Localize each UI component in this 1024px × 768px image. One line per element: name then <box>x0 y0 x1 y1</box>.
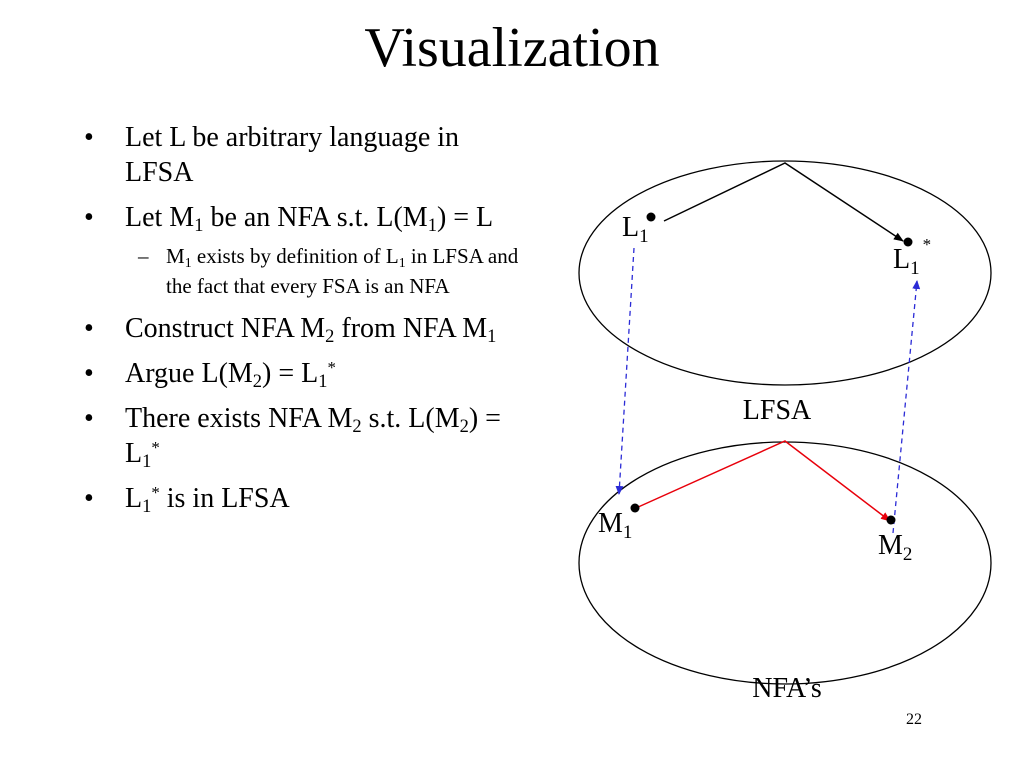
bullet-text: is in LFSA <box>159 483 290 514</box>
bullet-text: Let L be arbitrary language in LFSA <box>125 122 460 188</box>
node-label-l1star: L1* <box>893 235 931 279</box>
nfa-set-ellipse <box>578 441 992 685</box>
superscript: * <box>151 437 160 457</box>
mapping-arrow-m2-to-l1star <box>892 280 921 534</box>
bullet-text: from NFA M <box>334 313 488 344</box>
node-label-l1: L1 <box>622 212 649 247</box>
mapping-arrow-l1-to-m1 <box>615 247 635 495</box>
bullet-nfa-m1: • Let M1 be an NFA s.t. L(M1) = L <box>84 200 534 235</box>
page-number: 22 <box>906 711 922 728</box>
set-label-nfas: NFA’s <box>752 673 822 704</box>
bullet-text: s.t. L(M <box>361 403 460 434</box>
subscript: 2 <box>352 416 362 437</box>
bullet-arbitrary-language: • Let L be arbitrary language in LFSA <box>84 120 534 190</box>
subscript: 1 <box>318 371 328 392</box>
bullet-text: ) = L <box>436 202 494 233</box>
subscript: 1 <box>142 451 152 472</box>
superscript: * <box>151 482 160 502</box>
bullet-text: Construct NFA M <box>125 313 326 344</box>
bullet-text: Argue L(M <box>125 358 253 389</box>
bullet-marker: • <box>84 202 94 233</box>
subscript: 1 <box>398 254 406 270</box>
bullet-marker: • <box>84 122 94 153</box>
transformation-arrow-lfsa <box>663 162 904 242</box>
bullet-text: Let M <box>125 202 195 233</box>
subscript: 1 <box>194 215 204 236</box>
bullet-list: • Let L be arbitrary language in LFSA • … <box>84 120 534 526</box>
subscript: 1 <box>184 254 192 270</box>
bullet-conclusion: • L1* is in LFSA <box>84 481 534 516</box>
superscript: * <box>327 357 336 377</box>
bullet-text: L <box>125 483 143 514</box>
bullet-argue: • Argue L(M2) = L1* <box>84 356 534 391</box>
node-label-m1: M1 <box>598 508 632 543</box>
bullet-marker: • <box>84 313 94 344</box>
node-label-m2: M2 <box>878 530 912 565</box>
bullet-marker: • <box>84 358 94 389</box>
bullet-text: There exists NFA M <box>125 403 353 434</box>
slide-title: Visualization <box>364 17 660 79</box>
node-l1star-dot <box>903 237 913 247</box>
sub-bullet-m1-exists: – M1 exists by definition of L1 in LFSA … <box>84 241 534 301</box>
subscript: 2 <box>459 416 469 437</box>
bullet-text: ) = L <box>262 358 319 389</box>
set-label-lfsa: LFSA <box>743 395 812 426</box>
sub-bullet-text: in LFSA and the fact that every FSA is a… <box>166 244 519 298</box>
node-m1-dot <box>630 503 640 513</box>
sub-bullet-text: M <box>166 244 185 268</box>
construction-arrow-nfa <box>635 440 891 522</box>
bullet-text: be an NFA s.t. L(M <box>203 202 428 233</box>
node-l1-dot <box>646 212 656 222</box>
bullet-marker: • <box>84 403 94 434</box>
bullet-marker: • <box>84 483 94 514</box>
sub-bullet-marker: – <box>138 244 149 268</box>
subscript: 1 <box>487 326 497 347</box>
lfsa-set-ellipse <box>578 160 992 386</box>
subscript: 1 <box>427 215 437 236</box>
bullet-there-exists: • There exists NFA M2 s.t. L(M2) = L1* <box>84 401 534 471</box>
bullet-text: ) = L <box>125 403 501 469</box>
node-m2-dot <box>886 515 896 525</box>
subscript: 2 <box>325 326 335 347</box>
bullet-construct-m2: • Construct NFA M2 from NFA M1 <box>84 311 534 346</box>
subscript: 2 <box>252 371 263 392</box>
subscript: 1 <box>142 496 152 517</box>
sub-bullet-text: exists by definition of L <box>191 244 399 268</box>
